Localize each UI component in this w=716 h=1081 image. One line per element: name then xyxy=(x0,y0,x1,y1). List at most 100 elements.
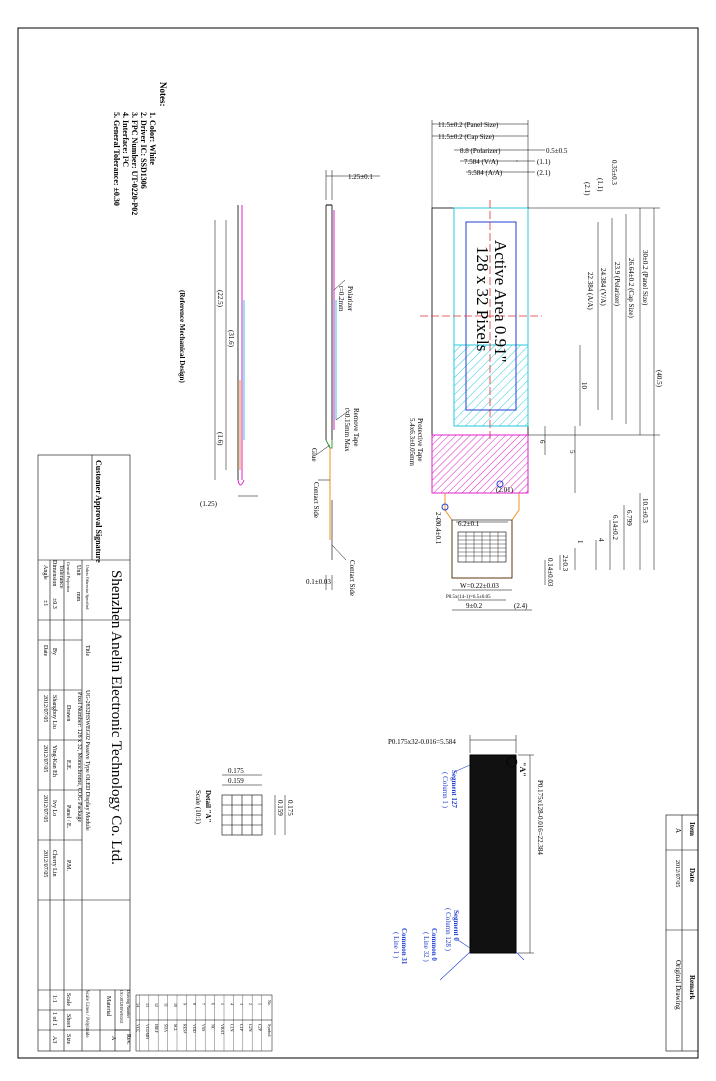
projection-key: General Projection xyxy=(66,562,71,592)
dimension-key: Dimension xyxy=(51,560,57,586)
dim-11a: (1.1) xyxy=(537,158,551,166)
dim-125: 1.25±0.1 xyxy=(348,173,373,181)
dim-6799: 6.799 xyxy=(625,510,633,526)
reference-label: (Reference Mechanical Design) xyxy=(178,290,186,383)
date-key: Date xyxy=(42,645,48,657)
dim-05: 0.5±0.5 xyxy=(546,147,568,155)
sheet-border xyxy=(17,27,699,1059)
tape-label: Protective Tape xyxy=(416,418,424,462)
dim-62: 6.2±0.1 xyxy=(458,520,480,528)
title-key: Title xyxy=(84,645,90,656)
contact-side-label: Contact Side xyxy=(312,482,320,518)
dim-pitch: P0.5x(14-1)=6.5±0.05 xyxy=(446,595,491,600)
dim-01: 0.1±0.03 xyxy=(306,578,331,586)
role-pm: P.M. xyxy=(65,860,71,872)
dim-2: 2±0.3 xyxy=(561,555,569,572)
column-1-label: ( Column 1 ) xyxy=(441,772,449,809)
title-block xyxy=(37,454,131,1052)
dim-316: (31.6) xyxy=(227,330,235,348)
dim-aa-w: 5.584 (A/A) xyxy=(468,169,503,177)
material-label: Material xyxy=(105,996,111,1017)
rev-remark-key: Remark xyxy=(688,975,696,1000)
unit-key: Unit xyxy=(75,565,81,576)
pin-symbol: SCL xyxy=(173,1024,178,1032)
column-128-label: ( Column 128 ) xyxy=(444,908,452,952)
rev-key: Rev. xyxy=(125,1034,131,1045)
detail-a-grid xyxy=(221,774,286,836)
pin-symbol: NC xyxy=(211,1024,216,1030)
pin-header-symbol: Symbol xyxy=(267,1024,272,1037)
pin-number: 9 xyxy=(182,1003,187,1005)
drawing-number-key: Drawing Number xyxy=(126,990,131,1019)
side-view xyxy=(315,170,380,590)
remove-tape-label: Remove Tape xyxy=(352,408,360,446)
dim-4: 4 xyxy=(597,538,605,542)
dim-1: 1 xyxy=(576,540,584,544)
pin-table xyxy=(135,994,273,1052)
pin-symbol: C1N xyxy=(229,1024,234,1032)
pin-number: 1 xyxy=(258,1003,263,1005)
note-4: 4. Interface: I²C xyxy=(121,112,130,167)
segment-127-label: Segment 127 xyxy=(450,770,458,808)
dim-lines-top xyxy=(431,120,660,611)
alignment-hole-right xyxy=(496,480,504,488)
segment-0-label: Segment 0 xyxy=(452,910,460,941)
pin-symbol: VBAT xyxy=(220,1024,225,1035)
name-ee: Ying-Kan Eh xyxy=(51,745,57,777)
dim-panel-w: 11.5±0.2 (Panel Size) xyxy=(438,121,499,129)
dim-aa-h: 22.384 (A/A) xyxy=(586,272,594,310)
pin-number: 11 xyxy=(164,1003,169,1007)
name-drawn: Shangboy Liu xyxy=(51,695,57,729)
dim-6: 6 xyxy=(538,440,546,444)
approval-label: Customer Approval Signature xyxy=(94,460,103,563)
detail-a-title: Detail "A" xyxy=(204,790,212,823)
common-31-label: Common 31 xyxy=(400,928,408,965)
pin-symbol: VSS xyxy=(201,1024,206,1031)
dim-pad: 2-Ø0.4±0.1 xyxy=(434,512,442,545)
pixel-matrix-view xyxy=(439,735,534,981)
dim-va-h: 24.384 (V/A) xyxy=(599,268,607,306)
pin-number: 13 xyxy=(145,1003,150,1007)
tolerance-key: Tolerance xyxy=(58,565,64,589)
active-area-hatch xyxy=(453,344,529,427)
pin-symbol: C2P xyxy=(258,1024,263,1032)
pin-number: 4 xyxy=(229,1003,234,1005)
dim-614: 6.14±0.2 xyxy=(611,515,619,540)
dim-cap-w: 11.5±0.2 (Cap Size) xyxy=(438,133,495,141)
rev-value: A xyxy=(110,1036,116,1041)
note-1: 1. Color: White xyxy=(148,112,157,165)
active-area-line1: Active Area 0.91" xyxy=(491,240,510,363)
dimension-value: ±0.3 xyxy=(51,598,57,609)
fpc-contacts xyxy=(457,531,507,563)
date-ee: 2012/07/05 xyxy=(42,745,48,772)
dim-16: (1.6) xyxy=(216,432,224,446)
dim-035: 0.35±0.3 xyxy=(610,160,618,185)
dim-cap-h: 26.64±0.2 (Cap Size) xyxy=(627,258,635,319)
unless-label: Unless Otherwise Specified xyxy=(85,565,90,609)
dim-11b: (1.1) xyxy=(596,178,604,192)
name-pm: Cherry Lin xyxy=(51,850,57,877)
pin-symbol: C2N xyxy=(248,1024,253,1032)
rev-date-key: Date xyxy=(688,868,696,882)
notes-block: Notes: 1. Color: White 2. Driver IC: SSD… xyxy=(112,82,168,215)
dim-pol-w: 8.8 (Polarizer) xyxy=(460,147,501,155)
pin-rows: No.Symbol1C2P2C2N3C1P4C1N5VBAT6NC7VSS8VD… xyxy=(135,995,272,1051)
pixel-pitch-y: P0.175x128-0.016=22.384 xyxy=(536,780,544,855)
common-0-label: Common 0 xyxy=(430,928,438,961)
pin-symbol: SDA xyxy=(164,1024,169,1032)
pixel-matrix xyxy=(469,754,517,954)
rev-date-value: 2012/07/05 xyxy=(674,860,680,887)
active-area-line2: 128 x 32 Pixels xyxy=(473,246,492,351)
sheet-key: Sheet xyxy=(65,1014,71,1028)
pin-number: 14 xyxy=(135,1003,140,1007)
alignment-hole-left xyxy=(441,503,449,511)
detail-0159b: 0.159 xyxy=(276,800,284,816)
polarizer-label: Polarizer xyxy=(346,286,354,312)
dim-21a: (2.1) xyxy=(537,169,551,177)
pin-symbol: C1P xyxy=(239,1024,244,1032)
front-view: Active Area 0.91" 128 x 32 Pixels xyxy=(408,120,663,611)
pin-number: 2 xyxy=(248,1003,253,1005)
contact-side-label-2: Contact Side xyxy=(348,560,356,596)
